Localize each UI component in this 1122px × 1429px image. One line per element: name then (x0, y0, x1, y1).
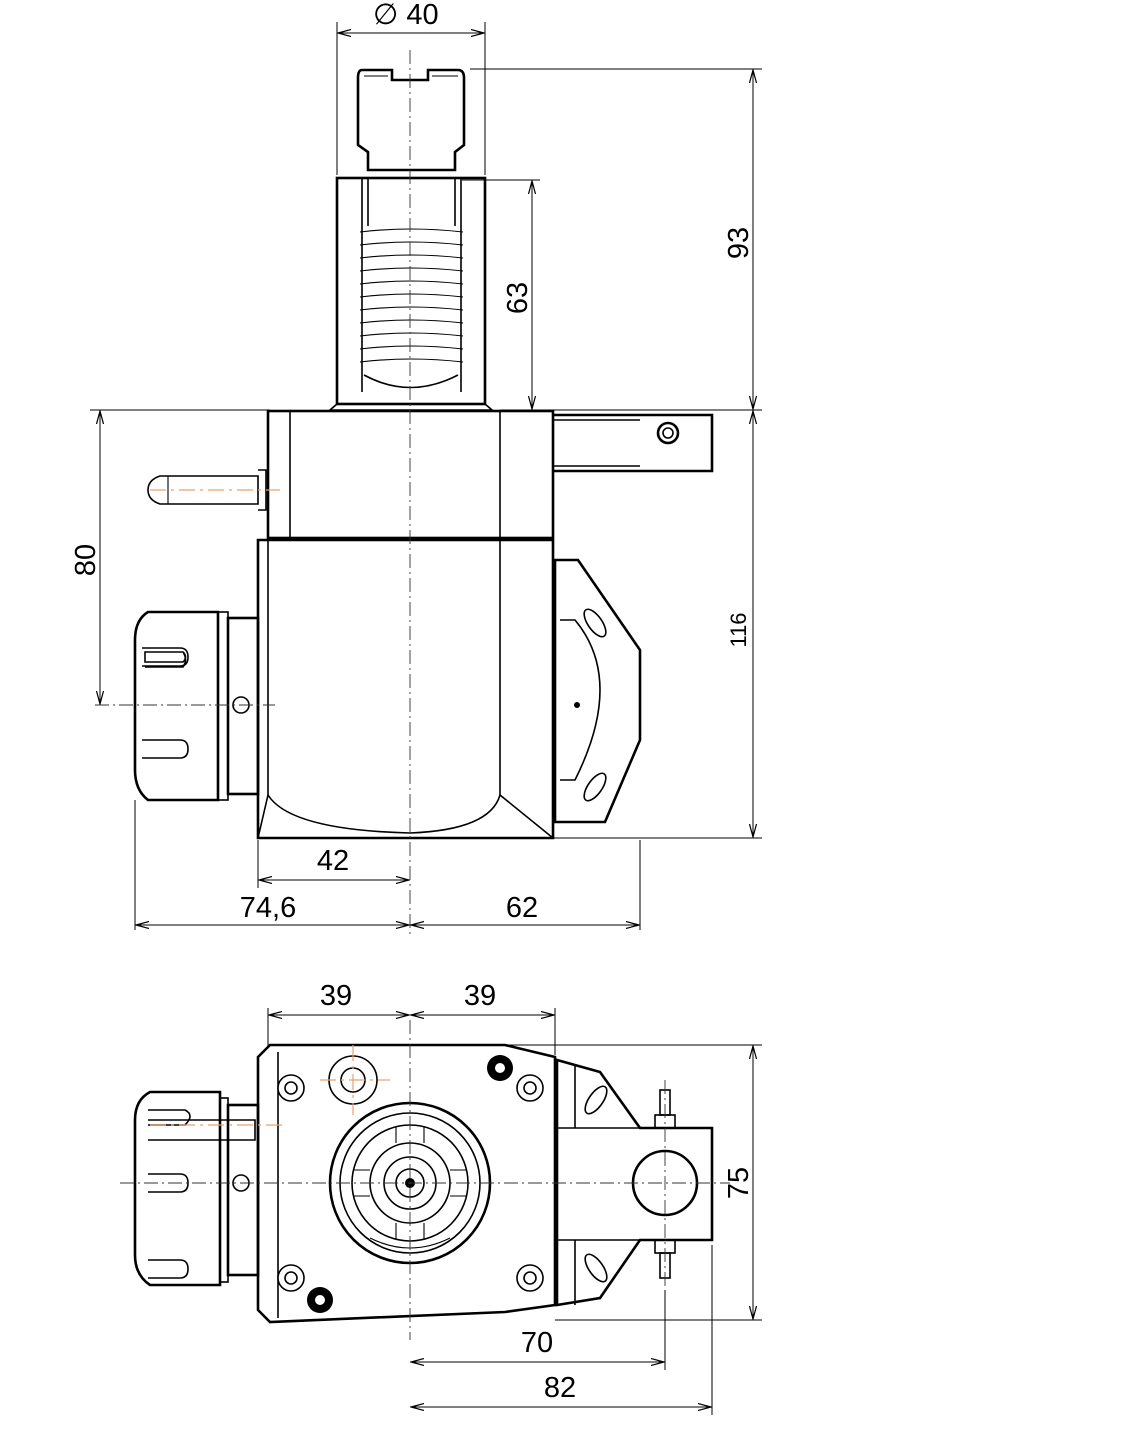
clamp-offset-label: 70 (521, 1327, 553, 1359)
depth-label: 75 (723, 1167, 755, 1199)
clamp-extent-label: 82 (544, 1372, 576, 1404)
front-dimensions: ∅ 40 93 63 80 116 42 (70, 0, 762, 930)
shank-length-label: 63 (502, 282, 534, 314)
top-view: 39 39 75 70 82 (120, 980, 762, 1415)
shank (327, 68, 495, 411)
lower-housing (256, 538, 555, 840)
mounting-bolts (277, 1045, 544, 1313)
clamp-block (555, 1058, 714, 1307)
half-width-left-label: 39 (320, 980, 352, 1012)
collet-offset-label: 42 (317, 845, 349, 877)
left-extent-label: 74,6 (240, 892, 296, 924)
front-view: ∅ 40 93 63 80 116 42 (70, 0, 762, 935)
overall-height-label: 93 (723, 227, 755, 259)
top-dimensions: 39 39 75 70 82 (267, 980, 762, 1415)
top-collet-nut (133, 1090, 285, 1287)
collet-height-label: 80 (70, 544, 102, 576)
collet-nut (133, 610, 260, 802)
half-width-right-label: 39 (464, 980, 496, 1012)
side-adapter (553, 558, 642, 824)
shank-threads (359, 228, 464, 389)
body-height-label: 116 (726, 612, 751, 647)
right-extent-label: 62 (506, 892, 538, 924)
shank-diameter-label: ∅ 40 (373, 0, 439, 31)
upper-housing (147, 409, 714, 540)
